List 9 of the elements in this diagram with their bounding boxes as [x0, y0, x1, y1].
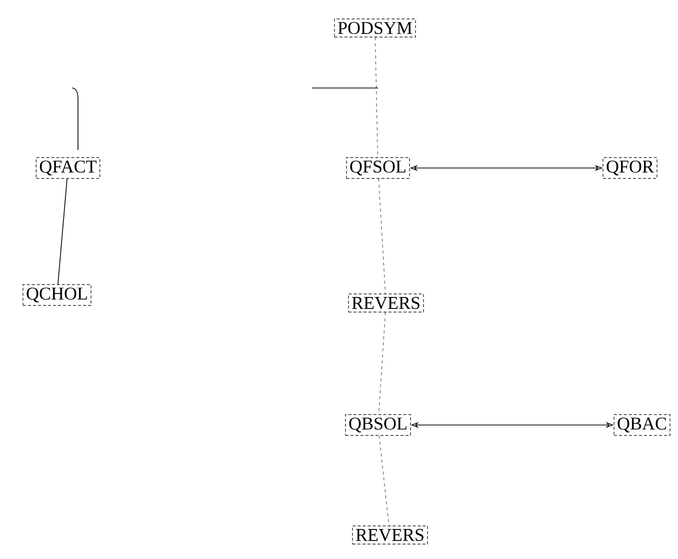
process-box: QFSOL: [346, 157, 410, 179]
process-box: QCHOL: [22, 284, 92, 306]
process-box: QFOR: [602, 157, 658, 179]
process-box: QBSOL: [345, 414, 411, 436]
process-box: REVERS: [352, 526, 428, 544]
process-box: QFACT: [36, 157, 100, 179]
process-box: QBAC: [614, 414, 670, 436]
process-box: PODSYM: [334, 18, 416, 38]
process-box: REVERS: [348, 294, 424, 312]
